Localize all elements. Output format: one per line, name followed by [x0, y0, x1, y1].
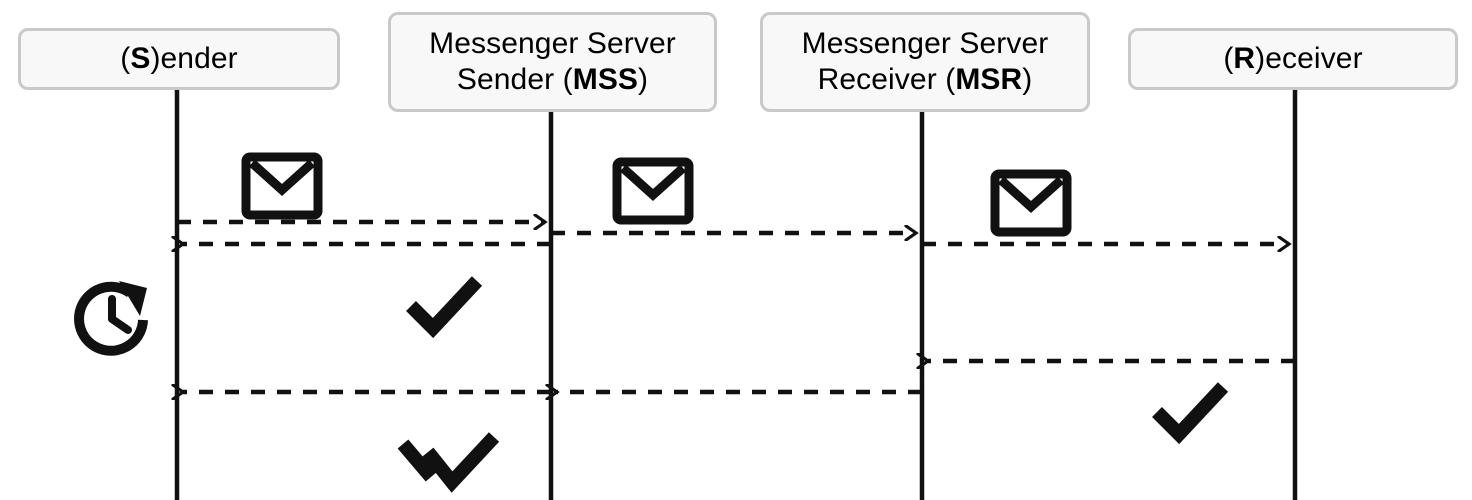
messages-group [177, 222, 1295, 392]
clock-retry-icon [74, 281, 148, 356]
participant-box-sender[interactable]: (S)ender [18, 28, 340, 90]
participant-label-receiver: (R)eceiver [1223, 42, 1363, 75]
single-check-icon [406, 276, 483, 339]
lifelines-group [174, 90, 1298, 500]
single-check-icon [1152, 382, 1229, 445]
envelope-icon [612, 157, 694, 225]
participant-label-sender: (S)ender [120, 42, 238, 75]
envelope-icon [990, 169, 1072, 237]
participant-box-receiver[interactable]: (R)eceiver [1128, 28, 1458, 90]
double-check-icon [397, 432, 500, 493]
envelope-icon [241, 152, 323, 220]
